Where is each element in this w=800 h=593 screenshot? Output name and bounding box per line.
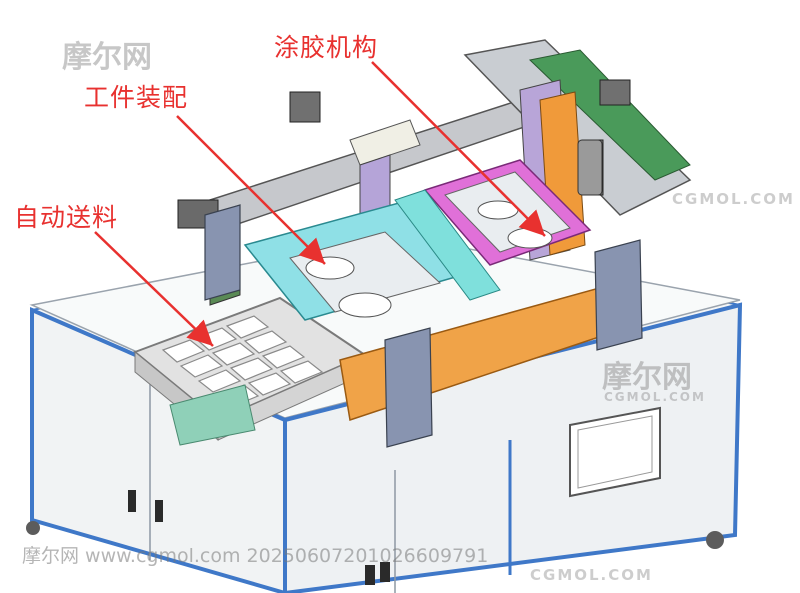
watermark-sub: CGMOL.COM [604,390,706,404]
watermark-logo: 摩尔网 [62,40,152,75]
watermark-sub-bottom: CGMOL.COM [530,566,653,584]
arrow-feeding [94,231,214,347]
label-feeding: 自动送料 [14,203,119,232]
label-assembly: 工件装配 [84,83,189,112]
watermark-sub: CGMOL.COM [672,190,795,208]
watermark-logo: 摩尔网 [602,360,692,395]
support-columns [204,204,643,448]
label-dispensing: 涂胶机构 [274,33,379,62]
watermark-footer: 摩尔网 www.cgmol.com 20250607201026609791 [22,545,489,567]
arrow-dispensing [371,61,546,237]
arrow-assembly [176,115,326,265]
